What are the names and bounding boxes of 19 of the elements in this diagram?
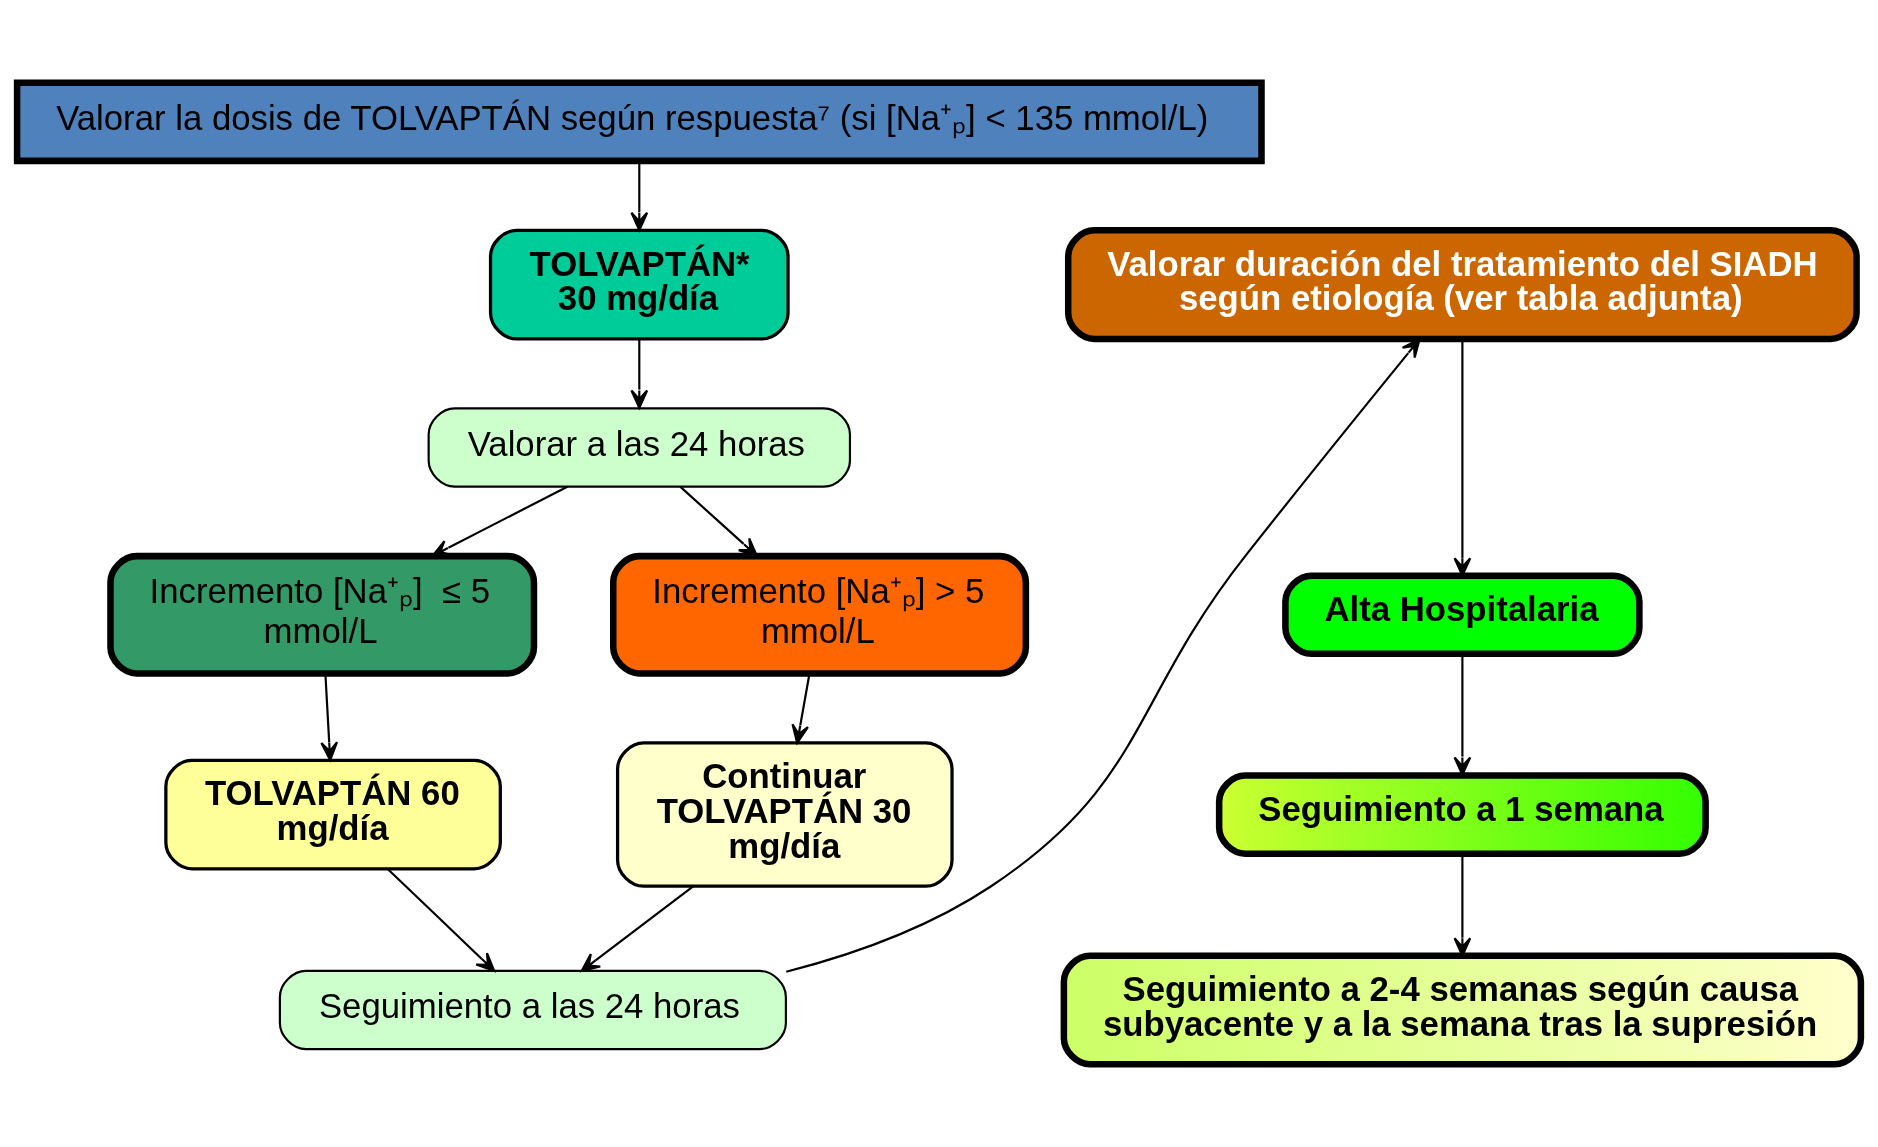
node-box: TOLVAPTÁN* 30 mg/día <box>488 228 790 341</box>
node-box: Seguimiento a 1 semana <box>1215 772 1709 857</box>
arrow <box>630 161 649 232</box>
node-box: Seguimiento a 2-4 semanas según causa subyacente y a la semana tras la supresión <box>1060 952 1865 1068</box>
node-box: Seguimiento a las 24 horas <box>278 969 787 1051</box>
node-box: Valorar a las 24 horas <box>427 407 852 488</box>
arrow <box>630 339 649 409</box>
node-box: Valorar duración del tratamiento del SIADH según etiología (ver tabla adjunta) <box>1064 227 1860 343</box>
arrow <box>1453 654 1472 776</box>
node-box: Valorar la dosis de TOLVAPTÁN según respuesta⁷ (si [Na⁺ₚ] < 135 mmol/L) <box>13 79 1265 165</box>
node-box: Incremento [Na⁺ₚ] > 5 mmol/L <box>610 552 1030 677</box>
arrow <box>580 885 694 972</box>
node-box: Alta Hospitalaria <box>1282 572 1643 658</box>
arrow <box>791 673 811 744</box>
node-box: TOLVAPTÁN 60 mg/día <box>164 758 502 871</box>
node-box: Incremento [Na⁺ₚ] ≤ 5 mmol/L <box>107 552 538 677</box>
arrow <box>386 868 496 972</box>
arrow <box>320 673 339 762</box>
node-box: Continuar TOLVAPTÁN 30 mg/día <box>615 741 954 888</box>
